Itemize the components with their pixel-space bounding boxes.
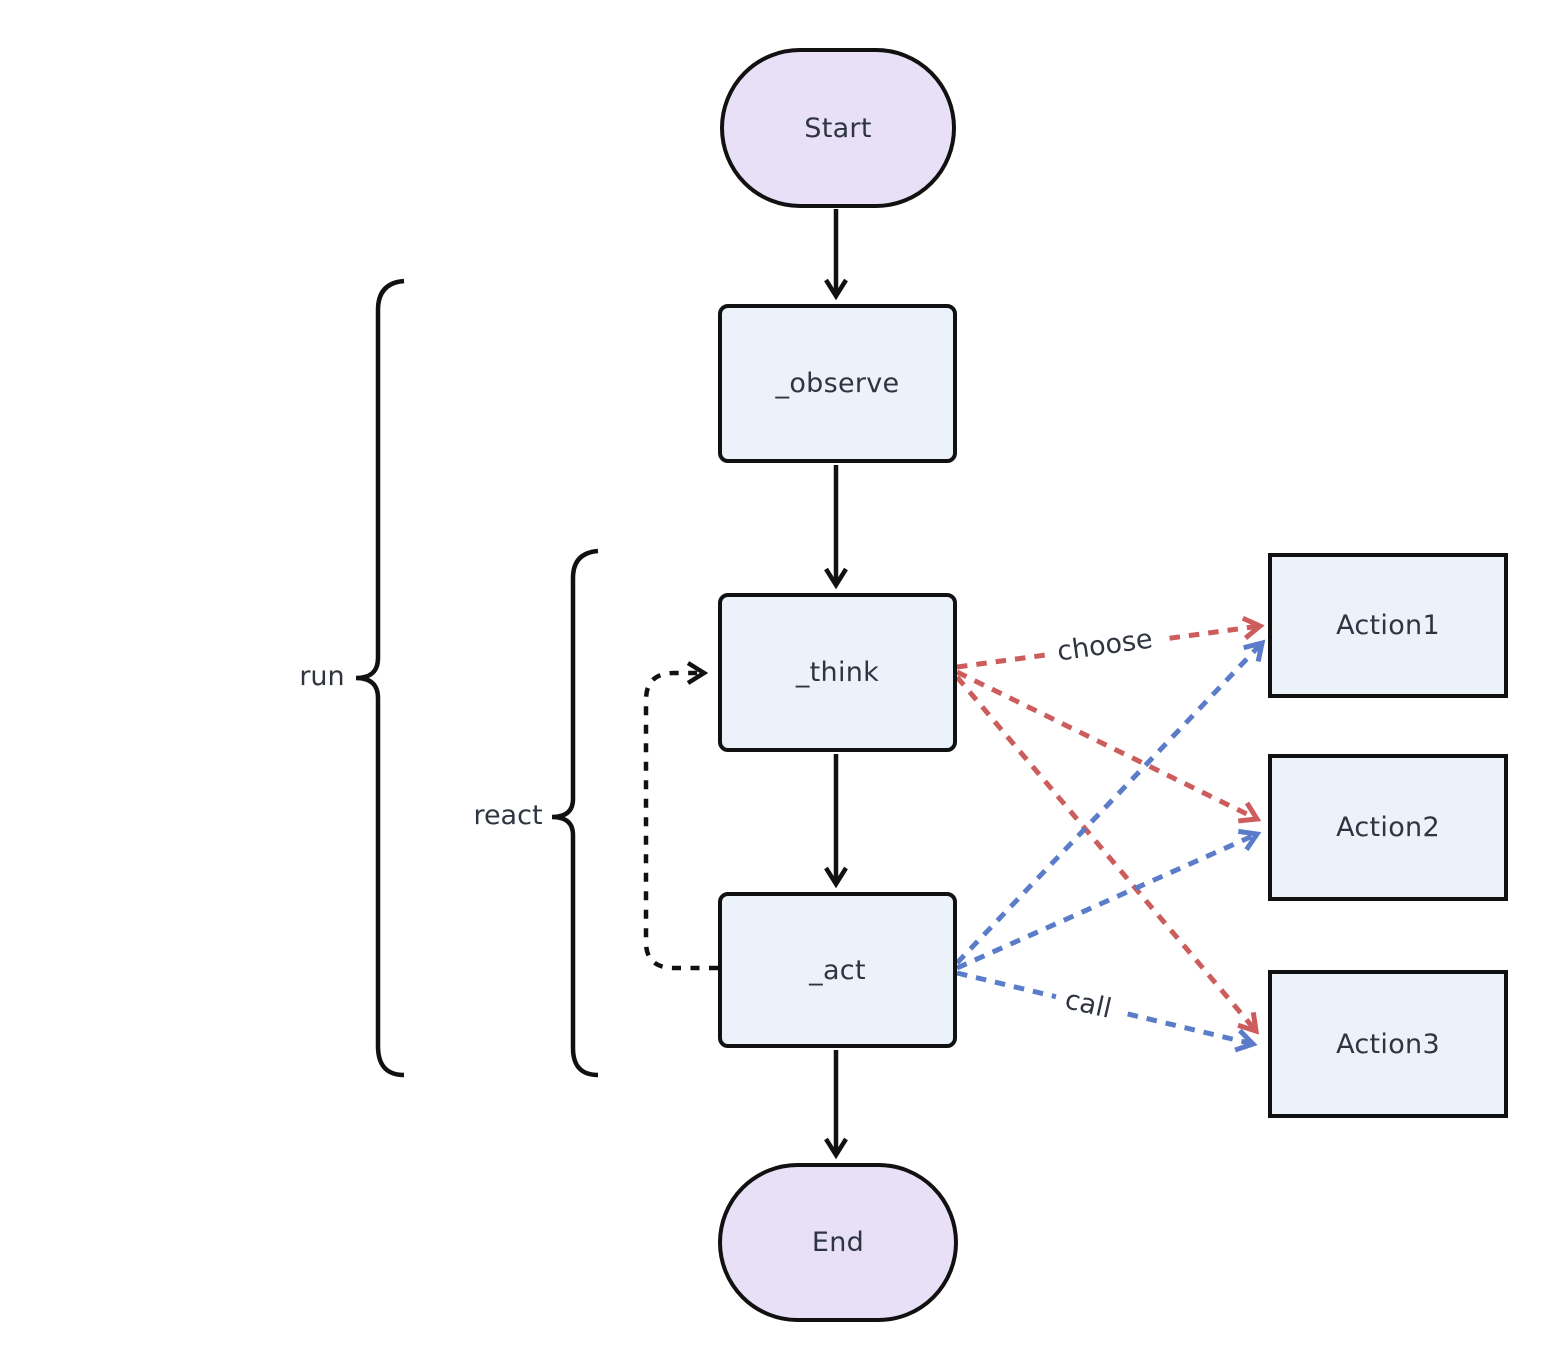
node-observe: _observe (718, 304, 957, 463)
node-action3-label: Action3 (1336, 1028, 1440, 1060)
edge-think-action1 (956, 615, 1265, 670)
edge-act-action1 (955, 639, 1266, 965)
node-end: End (718, 1163, 958, 1322)
edge-think-action2 (955, 669, 1262, 824)
node-action1-label: Action1 (1336, 610, 1440, 641)
node-act: _act (718, 892, 957, 1048)
brace-label-react: react (473, 800, 543, 831)
node-start: Start (720, 48, 956, 208)
node-think-label: _think (795, 657, 880, 688)
react-brace (551, 548, 599, 1078)
node-action1: Action1 (1268, 553, 1508, 698)
brace-label-run: run (299, 661, 345, 692)
edge-act-action3 (956, 970, 1258, 1053)
node-action3: Action3 (1268, 970, 1508, 1118)
edge-act-think-loop (643, 661, 718, 971)
node-action2: Action2 (1268, 754, 1508, 901)
edge-act-action2 (955, 828, 1262, 971)
node-think: _think (718, 593, 957, 752)
node-observe-label: _observe (775, 368, 900, 399)
node-start-label: Start (804, 112, 872, 144)
node-end-label: End (811, 1227, 865, 1258)
node-act-label: _act (809, 954, 866, 986)
run-brace (355, 278, 405, 1078)
node-action2-label: Action2 (1336, 812, 1440, 843)
